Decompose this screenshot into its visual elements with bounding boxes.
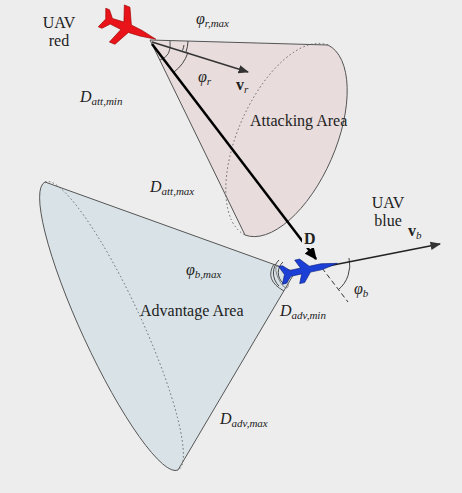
blue-uav-symbol	[278, 252, 340, 288]
vector-label: vb	[408, 222, 422, 241]
extension-line	[322, 268, 348, 302]
symbol-subscript: att,max	[162, 185, 195, 197]
vector-label: vr	[236, 76, 248, 95]
symbol-subscript: b	[416, 229, 422, 241]
advantage-cone	[40, 182, 295, 471]
red-uav-symbol	[95, 0, 164, 58]
distance-label: Datt,min	[80, 88, 122, 107]
symbol-subscript: att,min	[92, 95, 123, 107]
angle-arc	[174, 52, 188, 72]
symbol-subscript: adv,max	[232, 417, 268, 429]
symbol-base: φ	[196, 10, 205, 27]
velocity-arrow	[152, 42, 248, 72]
symbol-base: φ	[198, 68, 207, 85]
symbol-base: v	[236, 76, 244, 93]
symbol-base: φ	[354, 280, 363, 297]
distance-label: Dadv,min	[280, 302, 326, 321]
angle-label: φr	[198, 68, 211, 87]
symbol-subscript: r,max	[205, 17, 229, 29]
area-label: Attacking Area	[250, 112, 347, 130]
angle-arc	[183, 45, 185, 51]
uav-label: UAV red	[38, 14, 80, 49]
distance-label: Dadv,max	[220, 410, 268, 429]
angle-label: φb	[354, 280, 368, 299]
symbol-base: D	[80, 88, 92, 105]
velocity-arrow	[318, 244, 440, 268]
angle-label: φr,max	[196, 10, 229, 29]
attacking-cone	[150, 40, 347, 237]
angle-arc	[278, 262, 283, 283]
distance-vector	[152, 44, 316, 259]
area-label: Advantage Area	[140, 302, 244, 320]
angle-label: φb,max	[186, 261, 221, 280]
symbol-subscript: b	[363, 287, 369, 299]
symbol-base: D	[220, 410, 232, 427]
uav-label: UAV blue	[366, 194, 410, 229]
advantage-cone-back-rim	[45, 181, 183, 470]
angle-arc	[273, 260, 279, 286]
symbol-base: φ	[186, 261, 195, 278]
vector-label: D	[302, 230, 318, 248]
symbol-base: D	[150, 178, 162, 195]
symbol-base: v	[408, 222, 416, 239]
symbol-subscript: r	[207, 75, 211, 87]
distance-label: Datt,max	[150, 178, 194, 197]
symbol-subscript: adv,min	[292, 309, 326, 321]
symbol-subscript: r	[244, 83, 248, 95]
angle-arc	[186, 41, 188, 52]
symbol-subscript: b,max	[195, 268, 222, 280]
symbol-base: D	[280, 302, 292, 319]
